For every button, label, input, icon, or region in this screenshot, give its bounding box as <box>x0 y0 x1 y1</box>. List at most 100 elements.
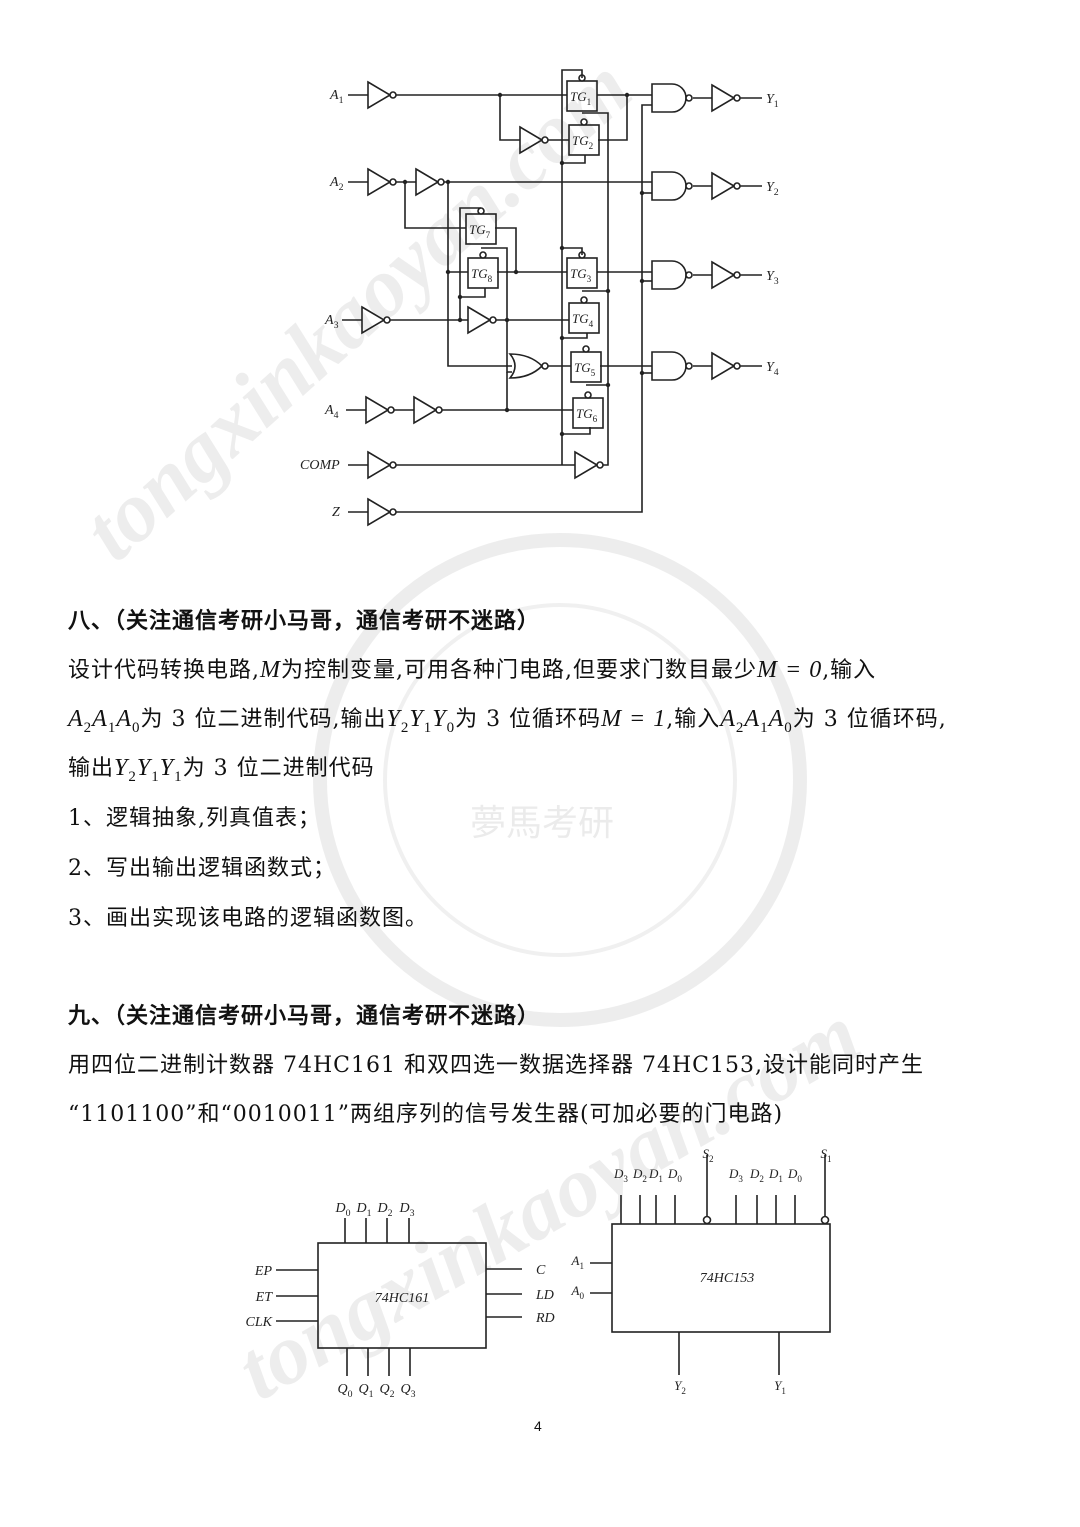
pin-letter: Q <box>337 1382 347 1397</box>
pin-letter: A <box>571 1283 580 1298</box>
pin-label: ET <box>255 1290 274 1305</box>
math-variable: A0 <box>116 706 140 736</box>
wire <box>562 333 588 339</box>
signal-label: TG4 <box>572 311 594 329</box>
pin-label: S2 <box>702 1146 714 1164</box>
math-symbol: M = 0 <box>757 657 823 683</box>
math-symbol: Y <box>114 755 129 781</box>
signal-label: TG3 <box>570 266 592 284</box>
signal-label: A4 <box>324 403 339 421</box>
pin-letter: D <box>376 1201 387 1216</box>
inverter-gate <box>467 305 492 335</box>
inverter-gate <box>711 171 736 201</box>
signal-label: TG1 <box>570 89 591 107</box>
signal-label: A1 <box>329 88 344 106</box>
inverter-gate <box>574 450 599 480</box>
math-subscript: 2 <box>128 768 137 785</box>
math-variable: A1 <box>744 706 768 736</box>
inverter-gate <box>413 395 438 425</box>
math-symbol: A <box>768 706 785 732</box>
math-subscript: 2 <box>400 719 410 736</box>
pin-letter: Y <box>774 1378 783 1393</box>
text-run: 为控制变量,可用各种门电路,但要求门数目最少 <box>281 658 757 683</box>
junction-dot <box>457 294 463 300</box>
pin-letter: D <box>768 1166 779 1181</box>
math-symbol: Y <box>159 755 175 781</box>
paragraph-line: A2A1A0为 3 位二进制代码,输出Y2Y1Y0为 3 位循环码M = 1,输… <box>68 701 947 737</box>
section-heading: 八、（关注通信考研小马哥，通信考研不迷路） <box>68 603 540 635</box>
section-heading: 九、（关注通信考研小马哥，通信考研不迷路） <box>68 998 540 1030</box>
text-run: 为 3 位循环码, <box>792 707 947 732</box>
math-symbol: M <box>260 657 281 683</box>
active-low-bubble <box>702 1215 712 1225</box>
signal-label: Z <box>332 505 340 520</box>
math-variable: Y1 <box>137 755 160 785</box>
math-subscript: 1 <box>151 768 160 785</box>
nand-bubble <box>685 94 693 102</box>
math-subscript: 0 <box>784 719 793 736</box>
pin-letter: S <box>820 1146 827 1161</box>
pin-letter: Y <box>674 1378 683 1393</box>
signal-label: Y4 <box>766 360 779 378</box>
text-run: 设计代码转换电路, <box>68 658 260 683</box>
nand-bubble <box>685 271 693 279</box>
signal-label: COMP <box>300 458 340 473</box>
signal-label: Y1 <box>766 92 779 110</box>
chip-name: 74HC153 <box>700 1271 754 1286</box>
pin-letter: D <box>632 1166 643 1181</box>
math-variable: Y1 <box>159 755 183 785</box>
wire <box>495 227 517 272</box>
inverter-gate <box>367 497 392 527</box>
signal-label: TG7 <box>469 222 491 240</box>
paragraph-line: 输出Y2Y1Y1为 3 位二进制代码 <box>68 750 375 786</box>
signal-label: TG5 <box>574 360 596 378</box>
math-variable: A2 <box>68 706 92 736</box>
chip-name: 74HC161 <box>375 1291 429 1306</box>
pin-letter: D <box>787 1166 798 1181</box>
math-subscript: 1 <box>760 719 769 736</box>
paragraph-line: “1101100”和“0010011”两组序列的信号发生器(可加必要的门电路) <box>68 1096 783 1128</box>
pin-label: D2 <box>749 1166 764 1184</box>
inverter-gate <box>519 125 544 155</box>
math-symbol: A <box>720 706 736 732</box>
math-symbol: M = 1 <box>601 706 667 732</box>
inverter-gate <box>415 167 440 197</box>
signal-label: Y2 <box>766 180 779 198</box>
tg-bubble <box>580 296 588 304</box>
text-run: 2、写出输出逻辑函数式； <box>68 856 336 881</box>
math-symbol: A <box>92 706 108 732</box>
text-run: 3、画出实现该电路的逻辑函数图。 <box>68 906 428 931</box>
tg-bubble <box>584 391 592 399</box>
pin-letter: EP <box>254 1264 273 1279</box>
tg-bubble <box>580 118 588 126</box>
signal-label: A3 <box>324 313 339 331</box>
pin-letter: D <box>613 1166 624 1181</box>
text-run: ,输入 <box>666 707 721 732</box>
math-subscript: 0 <box>132 719 141 736</box>
wire <box>562 155 586 164</box>
wire <box>460 288 486 298</box>
math-subscript: 1 <box>107 719 117 736</box>
math-variable: A2 <box>720 706 744 736</box>
inverter-gate <box>367 167 392 197</box>
pin-label: D1 <box>768 1166 783 1184</box>
pin-letter: S <box>702 1146 709 1161</box>
wire <box>499 95 520 141</box>
pin-letter: Q <box>358 1382 368 1397</box>
pin-letter: D <box>334 1201 345 1216</box>
paragraph-line: 用四位二进制计数器 74HC161 和双四选一数据选择器 74HC153,设计能… <box>68 1047 924 1079</box>
pin-letter: C <box>536 1263 546 1278</box>
pin-label: D0 <box>787 1166 802 1184</box>
pin-letter: CLK <box>246 1315 273 1330</box>
signal-label: TG8 <box>471 266 493 284</box>
math-subscript: 0 <box>446 719 456 736</box>
pin-label: Q3 <box>400 1382 415 1400</box>
pin-letter: D <box>667 1166 678 1181</box>
pin-label: D2 <box>632 1166 647 1184</box>
pin-letter: D <box>355 1201 366 1216</box>
inverter-gate <box>711 83 736 113</box>
signal-label: TG2 <box>572 133 594 151</box>
pin-label: C <box>536 1263 546 1278</box>
math-variable: Y2 <box>114 755 137 785</box>
